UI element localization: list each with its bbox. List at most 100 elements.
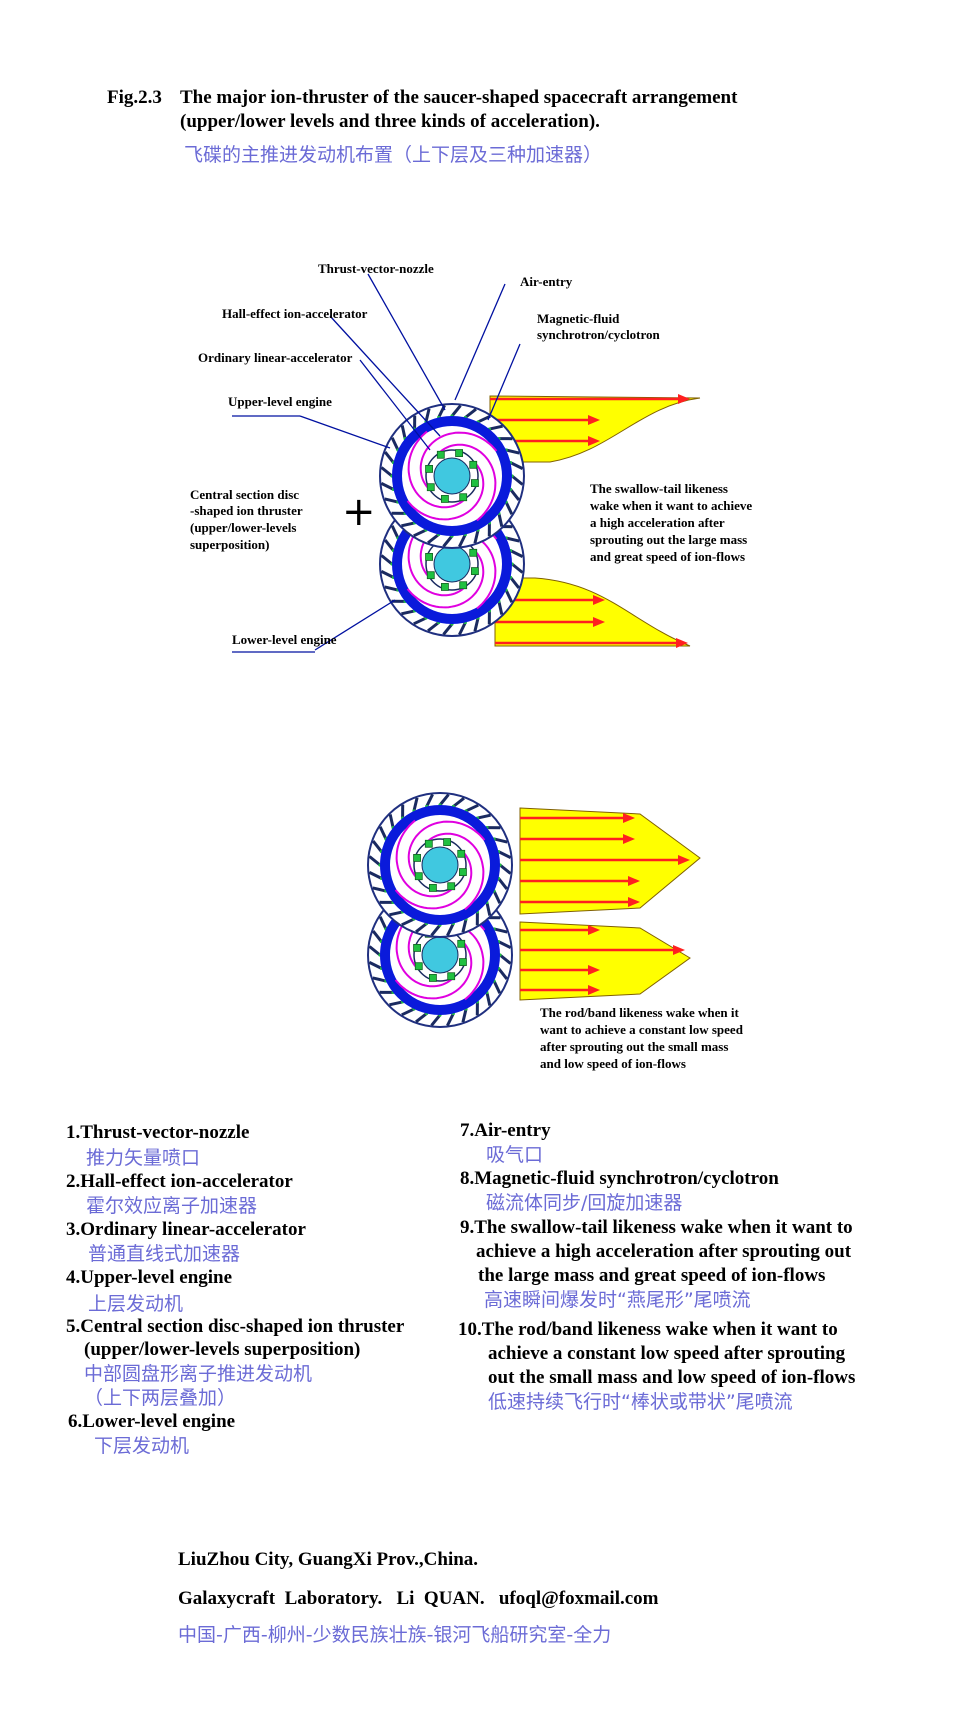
legend-2-en: 2.Hall-effect ion-accelerator: [66, 1171, 293, 1192]
label-air-entry: Air-entry: [520, 274, 573, 289]
d2-upper-engine-accelerator-module: [414, 872, 423, 881]
d2-upper-arrow-head: [628, 897, 640, 907]
d2-lower-engine-accelerator-module: [447, 972, 456, 981]
d2-upper-engine-nozzle-blade: [492, 890, 502, 904]
d1-upper-engine-accelerator-module: [455, 449, 463, 457]
d2-lower-engine-nozzle-blade: [497, 940, 512, 949]
label-hall-effect: Hall-effect ion-accelerator: [222, 306, 368, 321]
d2-lower-engine-accelerator-module: [459, 958, 467, 966]
d1-upper-engine-accelerator-module: [441, 495, 449, 503]
footer-location: LiuZhou City, GuangXi Prov.,China.: [178, 1549, 479, 1570]
legend-9-en: 9.The swallow-tail likeness wake when it…: [460, 1217, 853, 1238]
d2-upper-engine-nozzle-blade: [412, 797, 419, 812]
d2-upper-engine-nozzle-blade: [452, 796, 465, 808]
d2-upper-engine-nozzle-blade: [389, 910, 403, 917]
label-rod-4: and low speed of ion-flows: [540, 1056, 686, 1071]
label-swallow-5: and great speed of ion-flows: [590, 549, 746, 564]
d1-lower-plume: [494, 577, 691, 647]
d1-lower-engine-nozzle-blade: [390, 525, 400, 539]
d2-lower-engine-nozzle-blade: [430, 1014, 442, 1027]
d2-upper-engine-accelerator-module: [443, 838, 451, 846]
d1-upper-engine-nozzle-blade: [458, 533, 467, 548]
d1-lower-engine-nozzle-blade: [458, 621, 467, 636]
d2-upper-engine-nozzle-blade: [430, 924, 442, 937]
d2-upper-engine-nozzle-blade: [497, 850, 512, 859]
legend-8-cn: 磁流体同步/回旋加速器: [486, 1192, 683, 1214]
d2-lower-engine-nozzle-blade: [446, 1012, 455, 1027]
leader-line: [299, 415, 391, 449]
leader-line: [329, 315, 441, 437]
d2-lower-engine-nozzle-blade: [415, 1012, 428, 1024]
d1-lower-engine-nozzle-blade: [497, 601, 504, 615]
label-swallow-2: wake when it want to achieve: [590, 498, 753, 513]
d2-lower-engine-nozzle-blade: [372, 976, 387, 983]
d2-lower-engine-nozzle-blade: [389, 1000, 403, 1007]
d1-upper-arrow-head: [588, 436, 600, 446]
legend-1-en: 1.Thrust-vector-nozzle: [66, 1122, 250, 1143]
d2-upper-engine-accelerator-module: [447, 882, 456, 891]
d2-lower-arrow-head: [588, 925, 600, 935]
d2-upper-engine-accelerator-module: [429, 884, 437, 892]
legend-4-en: 4.Upper-level engine: [66, 1267, 233, 1288]
d1-upper-engine-accelerator-module: [425, 465, 433, 473]
d1-upper-engine-nozzle-blade: [384, 497, 399, 504]
d1-lower-engine-accelerator-module: [425, 553, 433, 561]
legend-4-cn: 上层发动机: [88, 1293, 184, 1315]
d1-upper-engine-nozzle-blade: [380, 482, 395, 491]
d2-upper-arrow-head: [678, 855, 690, 865]
d2-lower-engine-nozzle-blade: [492, 980, 502, 994]
d1-lower-engine-nozzle-blade: [380, 554, 393, 566]
d1-lower-arrow-head: [676, 638, 688, 648]
d1-upper-engine-nozzle-blade: [504, 501, 514, 515]
d2-upper-engine-nozzle-blade: [493, 837, 508, 844]
d2-upper-engine-nozzle-blade: [378, 826, 388, 840]
legend-3-en: 3.Ordinary linear-accelerator: [66, 1219, 306, 1240]
label-swallow-4: sprouting out the large mass: [590, 532, 748, 547]
d1-lower-engine-nozzle-blade: [442, 623, 454, 636]
d2-upper-engine-nozzle-blade: [372, 886, 387, 893]
d1-upper-engine-nozzle-blade: [450, 404, 462, 417]
legend-9-en3: the large mass and great speed of ion-fl…: [478, 1265, 826, 1286]
label-central-1: Central section disc: [190, 487, 300, 502]
d1-upper-engine-nozzle-blade: [380, 466, 393, 478]
d1-upper-engine-nozzle-blade: [497, 513, 504, 527]
d1-upper-plume: [489, 395, 701, 463]
d2-lower-engine-core: [421, 936, 459, 974]
legend-5-cn: 中部圆盘形离子推进发动机: [84, 1363, 313, 1385]
legend-2-cn: 霍尔效应离子加速器: [86, 1195, 258, 1217]
legend-5-en2: (upper/lower-levels superposition): [84, 1339, 361, 1360]
d2-upper-engine-nozzle-blade: [438, 793, 450, 806]
label-upper-level: Upper-level engine: [228, 394, 332, 409]
legend-1-cn: 推力矢量喷口: [86, 1147, 201, 1169]
legend-6-cn: 下层发动机: [94, 1435, 190, 1457]
d1-upper-engine-nozzle-blade: [509, 488, 521, 501]
d2-lower-engine-nozzle-blade: [497, 967, 509, 980]
leader-line: [454, 283, 506, 401]
legend-6-en: 6.Lower-level engine: [68, 1411, 236, 1432]
d1-lower-engine-nozzle-blade: [505, 536, 520, 543]
d2-lower-engine-accelerator-module: [414, 962, 423, 971]
label-swallow-3: a high acceleration after: [590, 515, 725, 530]
d2-lower-engine-nozzle-blade: [499, 953, 512, 965]
d1-lower-engine-nozzle-blade: [384, 585, 399, 592]
d1-upper-engine-nozzle-blade: [442, 535, 454, 548]
d1-upper-engine-accelerator-module: [471, 479, 479, 487]
d2-lower-engine-nozzle-blade: [371, 930, 383, 943]
label-magnetic-fluid-1: Magnetic-fluid: [537, 311, 620, 326]
d1-upper-engine-nozzle-blade: [400, 425, 407, 439]
d2-lower-engine-nozzle-blade: [368, 961, 383, 970]
d1-upper-engine-nozzle-blade: [464, 407, 477, 419]
d2-upper-engine-nozzle-blade: [446, 922, 455, 937]
label-magnetic-fluid-2: synchrotron/cyclotron: [537, 327, 660, 342]
d2-upper-engine-nozzle-blade: [499, 863, 512, 875]
leader-line: [314, 599, 396, 651]
d1-lower-engine-nozzle-blade: [509, 576, 521, 589]
d1-upper-engine-nozzle-blade: [413, 528, 427, 538]
d2-lower-engine-nozzle-blade: [485, 992, 492, 1006]
d2-upper-engine-nozzle-blade: [388, 814, 395, 828]
legend-5-cn2: （上下两层叠加）: [84, 1387, 237, 1409]
label-central-2: -shaped ion thruster: [190, 503, 303, 518]
leader-line: [487, 343, 521, 421]
figure-number: Fig.2.3: [107, 87, 162, 108]
